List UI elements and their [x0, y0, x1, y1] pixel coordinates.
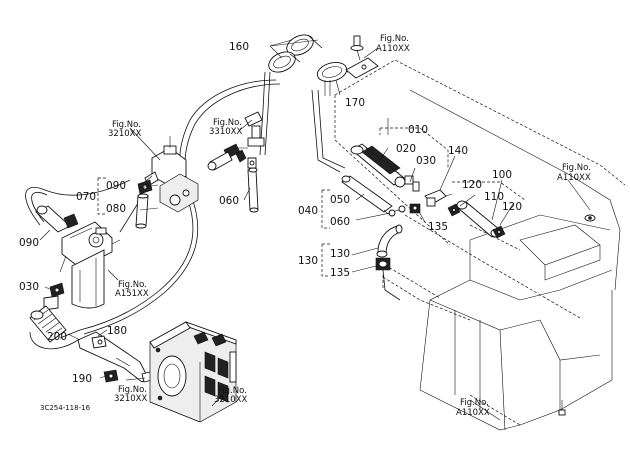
label-090-lower: 090: [19, 237, 39, 249]
ref-3210-top-1: Fig.No.: [112, 120, 141, 130]
ref-3310-2: 3310XX: [209, 127, 242, 137]
ref-a110-bottom-2: A110XX: [456, 408, 490, 418]
ref-3210-right-2: 3210XX: [214, 395, 247, 405]
label-040: 040: [298, 205, 318, 217]
label-170: 170: [345, 97, 365, 109]
figure-references: Fig.No. A110XX Fig.No. 3310XX Fig.No. 32…: [108, 34, 591, 418]
drawing-code: 3C254-118-16: [40, 404, 91, 412]
clip-060: [388, 205, 406, 217]
label-140-center: 135: [428, 221, 448, 233]
pipe-080: [135, 193, 149, 229]
bolt-190: [103, 369, 119, 383]
label-190: 190: [72, 373, 92, 385]
engine-block: [149, 321, 237, 423]
leader-lines: [39, 39, 591, 421]
ref-a151-2: A151XX: [115, 289, 149, 299]
ref-a151-1: Fig.No.: [118, 280, 147, 290]
ref-3210-top-2: 3210XX: [108, 129, 141, 139]
group-brackets: [97, 127, 526, 277]
fuel-pump: [139, 136, 199, 213]
ref-a110-bottom-1: Fig.No.: [460, 398, 489, 408]
part-labels: 160 170 010 020 030 140 100 120 110 120 …: [19, 41, 522, 385]
label-130: 130: [298, 255, 318, 267]
hose-clamps-160: [268, 34, 361, 82]
ref-3210-left-2: 3210XX: [114, 394, 147, 404]
clamp-140-center: [409, 203, 421, 214]
ref-a110-right-1: Fig.No.: [562, 163, 591, 173]
label-180: 180: [107, 325, 127, 337]
ref-3210-left-1: Fig.No.: [118, 385, 147, 395]
label-200: 200: [47, 331, 67, 343]
label-030-left: 030: [19, 281, 39, 293]
tank-unit-010: [350, 143, 420, 192]
label-100: 100: [492, 169, 512, 181]
hose-135: [375, 224, 403, 271]
label-160: 160: [229, 41, 249, 53]
label-060-center: 060: [219, 195, 239, 207]
label-050: 050: [330, 194, 350, 206]
label-135: 130: [330, 248, 350, 260]
label-110: 110: [484, 191, 504, 203]
bracket-180: [77, 331, 153, 383]
label-150: 140: [448, 145, 468, 157]
ref-3310-1: Fig.No.: [213, 118, 242, 128]
fitting-030-left: [43, 282, 65, 311]
ref-a110-top-2: A110XX: [376, 44, 410, 54]
filter-3310: [207, 111, 265, 213]
fuel-filter: [35, 205, 121, 309]
label-120-right: 120: [502, 201, 522, 213]
label-060-right: 060: [330, 216, 350, 228]
elbow-150: [424, 189, 453, 207]
label-070: 070: [76, 191, 96, 203]
ref-a110-top-1: Fig.No.: [380, 34, 409, 44]
label-020: 020: [396, 143, 416, 155]
label-120-left: 120: [462, 179, 482, 191]
strainer-200: [29, 305, 67, 343]
label-090-upper: 090: [106, 180, 126, 192]
label-030-top: 030: [416, 155, 436, 167]
bracket-170: [324, 35, 379, 96]
hose-assembly-100: [447, 200, 506, 239]
ref-3210-right-1: Fig.No.: [218, 386, 247, 396]
label-010: 010: [408, 124, 428, 136]
ref-a110-right-2: A110XX: [557, 173, 591, 183]
tube-050: [341, 175, 405, 215]
label-140-low: 135: [330, 267, 350, 279]
fuel-tank: [334, 59, 626, 431]
label-080: 080: [106, 203, 126, 215]
